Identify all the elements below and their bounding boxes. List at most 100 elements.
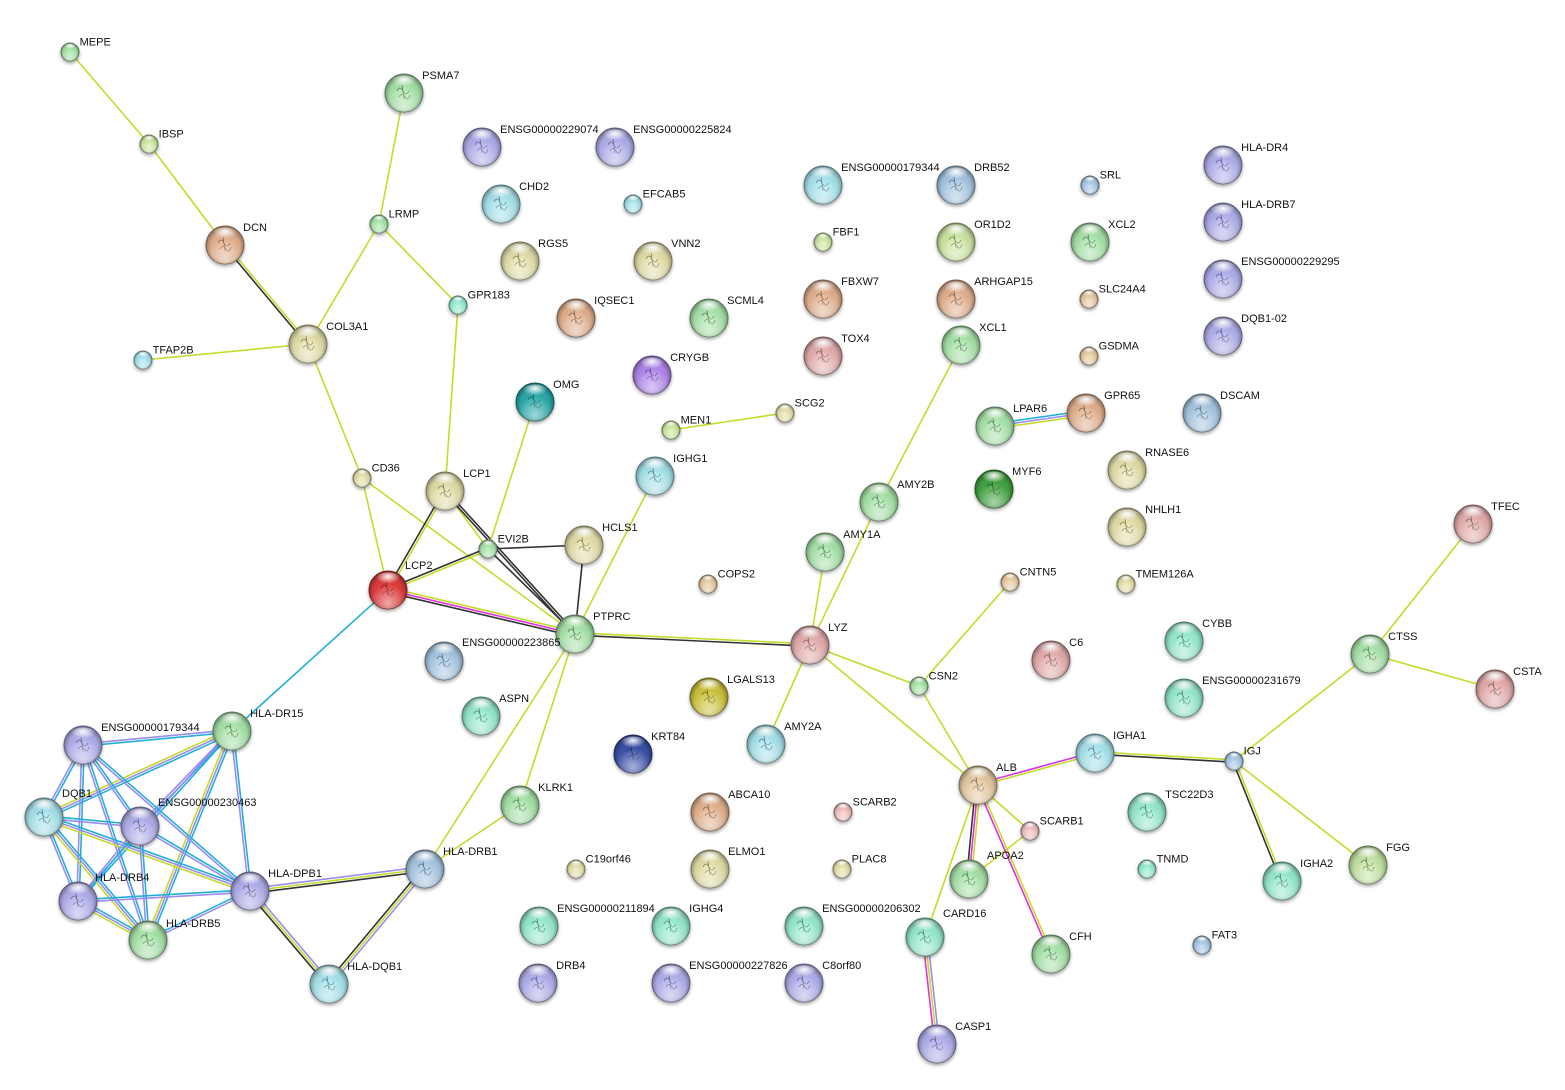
edge-TFAP2B-COL3A1[interactable] <box>142 343 309 361</box>
edge-XCL1-AMY2B[interactable] <box>878 344 962 503</box>
node-efcab5[interactable]: EFCAB5 <box>623 188 685 214</box>
node-cybb[interactable]: CYBB <box>1164 618 1232 661</box>
node-c19orf46[interactable]: C19orf46 <box>566 853 631 879</box>
edge-HLA-DR15-DQB1[interactable] <box>42 728 234 820</box>
node-cntn5[interactable]: CNTN5 <box>1000 566 1056 592</box>
node-scarb2[interactable]: SCARB2 <box>833 796 897 822</box>
node-tmem126a[interactable]: TMEM126A <box>1116 568 1194 594</box>
node-ensg00000229295[interactable]: ENSG00000229295 <box>1203 256 1340 299</box>
node-ighg4[interactable]: IGHG4 <box>651 903 723 946</box>
node-cd36[interactable]: CD36 <box>352 462 400 488</box>
node-ensg00000225824[interactable]: ENSG00000225824 <box>595 124 732 167</box>
node-lrmp[interactable]: LRMP <box>369 208 419 234</box>
edge-LYZ-ALB[interactable] <box>809 644 979 786</box>
edge-OMG-EVI2B[interactable] <box>487 401 536 550</box>
node-casp1[interactable]: CASP1 <box>917 1021 991 1064</box>
node-iqsec1[interactable]: IQSEC1 <box>556 295 635 338</box>
node-tox4[interactable]: TOX4 <box>803 333 870 376</box>
edge-DQB1-HLA-DPB1[interactable] <box>42 813 252 895</box>
edge-HLA-DR15-ENSG00000179344_bot[interactable] <box>82 729 233 747</box>
edge-ALB-IGHA1[interactable] <box>977 751 1096 787</box>
node-amy1a[interactable]: AMY1A <box>805 529 881 572</box>
node-vnn2[interactable]: VNN2 <box>633 238 700 281</box>
node-tsc22d3[interactable]: TSC22D3 <box>1127 789 1213 832</box>
node-tnmd[interactable]: TNMD <box>1137 853 1188 879</box>
edge-LCP2-HLA-DR15[interactable] <box>231 589 389 732</box>
edge-HLA-DRB1-HLA-DQB1[interactable] <box>326 866 428 987</box>
node-igha2[interactable]: IGHA2 <box>1262 858 1333 901</box>
node-klrk1[interactable]: KLRK1 <box>500 782 573 825</box>
node-ensg00000230463[interactable]: ENSG00000230463 <box>120 797 256 846</box>
node-xcl1[interactable]: XCL1 <box>941 322 1007 365</box>
node-hla-drb4[interactable]: HLA-DRB4 <box>58 872 149 921</box>
node-aspn[interactable]: ASPN <box>461 693 529 736</box>
node-dqb1-02[interactable]: DQB1-02 <box>1203 313 1287 356</box>
node-chd2[interactable]: CHD2 <box>481 181 549 224</box>
node-lcp1[interactable]: LCP1 <box>425 468 491 511</box>
edge-AMY2B-LYZ[interactable] <box>809 501 880 646</box>
node-hla-drb5[interactable]: HLA-DRB5 <box>128 918 220 960</box>
node-ensg00000179344_top[interactable]: ENSG00000179344 <box>803 162 940 205</box>
node-drb52[interactable]: DRB52 <box>936 162 1010 205</box>
node-fat3[interactable]: FAT3 <box>1192 929 1237 955</box>
edge-DCN-COL3A1[interactable] <box>223 243 310 346</box>
node-ensg00000231679[interactable]: ENSG00000231679 <box>1164 675 1301 718</box>
node-tfec[interactable]: TFEC <box>1453 501 1520 544</box>
node-tfap2b[interactable]: TFAP2B <box>133 344 194 370</box>
node-csta[interactable]: CSTA <box>1475 666 1542 709</box>
edge-ENSG00000179344_bot-HLA-DPB1[interactable] <box>81 743 252 893</box>
node-mepe[interactable]: MEPE <box>60 36 111 62</box>
node-srl[interactable]: SRL <box>1080 169 1121 195</box>
node-drb4[interactable]: DRB4 <box>518 960 585 1003</box>
node-hcls1[interactable]: HCLS1 <box>564 522 638 565</box>
node-rnase6[interactable]: RNASE6 <box>1107 447 1189 490</box>
node-dqb1[interactable]: DQB1 <box>24 788 92 837</box>
edge-ALB-CFH[interactable] <box>976 784 1053 955</box>
node-ibsp[interactable]: IBSP <box>139 128 184 154</box>
node-xcl2[interactable]: XCL2 <box>1070 219 1136 262</box>
edge-IGJ-IGHA2[interactable] <box>1232 760 1284 882</box>
node-hla-dr4[interactable]: HLA-DR4 <box>1203 142 1288 185</box>
node-arhgap15[interactable]: ARHGAP15 <box>936 276 1033 319</box>
node-csn2[interactable]: CSN2 <box>909 670 958 696</box>
node-amy2a[interactable]: AMY2A <box>746 721 822 764</box>
edge-LCP1-PTPRC[interactable] <box>443 489 577 636</box>
node-igha1[interactable]: IGHA1 <box>1075 730 1146 773</box>
node-scarb1[interactable]: SCARB1 <box>1020 815 1084 841</box>
edge-HLA-DR15-HLA-DPB1[interactable] <box>230 730 252 892</box>
node-omg[interactable]: OMG <box>515 379 579 422</box>
edge-IGHG1-PTPRC[interactable] <box>574 475 656 635</box>
node-alb[interactable]: ALB <box>958 762 1017 805</box>
node-gsdma[interactable]: GSDMA <box>1079 340 1140 366</box>
node-or1d2[interactable]: OR1D2 <box>936 219 1011 262</box>
edge-CNTN5-CSN2[interactable] <box>918 581 1011 687</box>
node-lgals13[interactable]: LGALS13 <box>689 674 775 717</box>
node-scg2[interactable]: SCG2 <box>775 397 825 423</box>
edge-CTSS-CSTA[interactable] <box>1369 653 1496 690</box>
node-igj[interactable]: IGJ <box>1224 745 1261 771</box>
edge-TFEC-CTSS[interactable] <box>1369 523 1474 655</box>
edge-CTSS-IGJ[interactable] <box>1233 653 1371 762</box>
edge-ENSG00000179344_bot-HLA-DRB4[interactable] <box>76 744 85 902</box>
node-nhlh1[interactable]: NHLH1 <box>1107 504 1181 547</box>
edge-PTPRC-KLRK1[interactable] <box>519 633 576 806</box>
node-c8orf80[interactable]: C8orf80 <box>784 960 861 1003</box>
node-fgg[interactable]: FGG <box>1348 842 1410 885</box>
node-plac8[interactable]: PLAC8 <box>832 853 887 879</box>
node-gpr65[interactable]: GPR65 <box>1066 390 1140 433</box>
node-crygb[interactable]: CRYGB <box>632 352 709 395</box>
edge-HLA-DPB1-HLA-DRB1[interactable] <box>249 865 426 895</box>
edge-EVI2B-PTPRC[interactable] <box>487 548 576 635</box>
node-amy2b[interactable]: AMY2B <box>859 479 934 522</box>
node-hla-drb1[interactable]: HLA-DRB1 <box>405 846 498 889</box>
node-dcn[interactable]: DCN <box>205 222 267 265</box>
node-hla-drb7[interactable]: HLA-DRB7 <box>1203 199 1296 242</box>
node-hla-dr15[interactable]: HLA-DR15 <box>212 708 303 751</box>
node-c6[interactable]: C6 <box>1031 637 1083 680</box>
edge-LRMP-GPR183[interactable] <box>378 223 459 306</box>
edge-ALB-CARD16[interactable] <box>924 784 979 938</box>
node-ensg00000206302[interactable]: ENSG00000206302 <box>784 903 921 946</box>
node-slc24a4[interactable]: SLC24A4 <box>1079 283 1146 309</box>
node-ensg00000179344_bot[interactable]: ENSG00000179344 <box>63 722 200 765</box>
node-ptprc[interactable]: PTPRC <box>555 611 630 654</box>
